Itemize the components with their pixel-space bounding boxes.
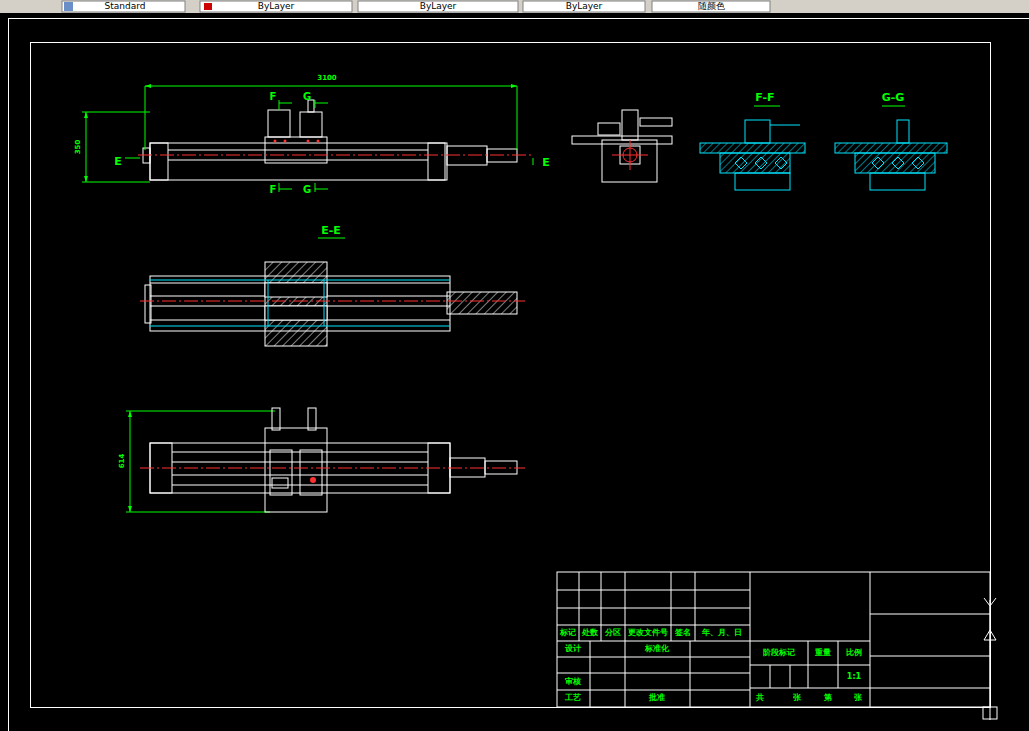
- title-cell: 处数: [582, 629, 598, 638]
- title-cell: 第: [824, 694, 832, 703]
- title-cell: 分区: [605, 629, 621, 638]
- title-cell: 工艺: [565, 694, 581, 703]
- toolbar-field: ByLayer: [420, 2, 457, 12]
- title-cell: 年、月、日: [702, 629, 742, 638]
- title-cell: 阶段标记: [763, 649, 795, 658]
- section-letter: F: [270, 91, 277, 102]
- section-letter: E: [542, 157, 550, 169]
- dimension-text: 3100: [317, 75, 336, 83]
- title-cell: 1:1: [847, 673, 861, 682]
- dimension-text: 350: [75, 140, 83, 155]
- title-cell: 张: [793, 694, 801, 703]
- toolbar-field: Standard: [105, 2, 146, 12]
- dimension-text: 614: [119, 454, 127, 469]
- section-letter: E: [114, 156, 122, 168]
- section-title: F-F: [755, 92, 774, 104]
- toolbar-field: ByLayer: [258, 2, 295, 12]
- title-cell: 共: [756, 694, 764, 703]
- title-cell: 标准化: [645, 645, 669, 654]
- title-cell: 审核: [565, 678, 581, 687]
- title-cell: 比例: [846, 649, 862, 658]
- section-title: E-E: [321, 225, 341, 237]
- section-letter: G: [303, 184, 311, 195]
- section-letter: F: [270, 184, 277, 195]
- section-title: G-G: [882, 92, 905, 104]
- title-cell: 签名: [675, 629, 691, 638]
- section-letter: G: [303, 91, 311, 102]
- title-cell: 设计: [565, 645, 581, 654]
- title-cell: 重量: [815, 649, 831, 658]
- toolbar-field: ByLayer: [566, 2, 603, 12]
- title-cell: 批准: [649, 694, 665, 703]
- title-cell: 标记: [560, 629, 576, 638]
- title-cell: 更改文件号: [628, 629, 668, 638]
- title-cell: 张: [854, 694, 862, 703]
- toolbar-field: 随颜色: [698, 2, 725, 12]
